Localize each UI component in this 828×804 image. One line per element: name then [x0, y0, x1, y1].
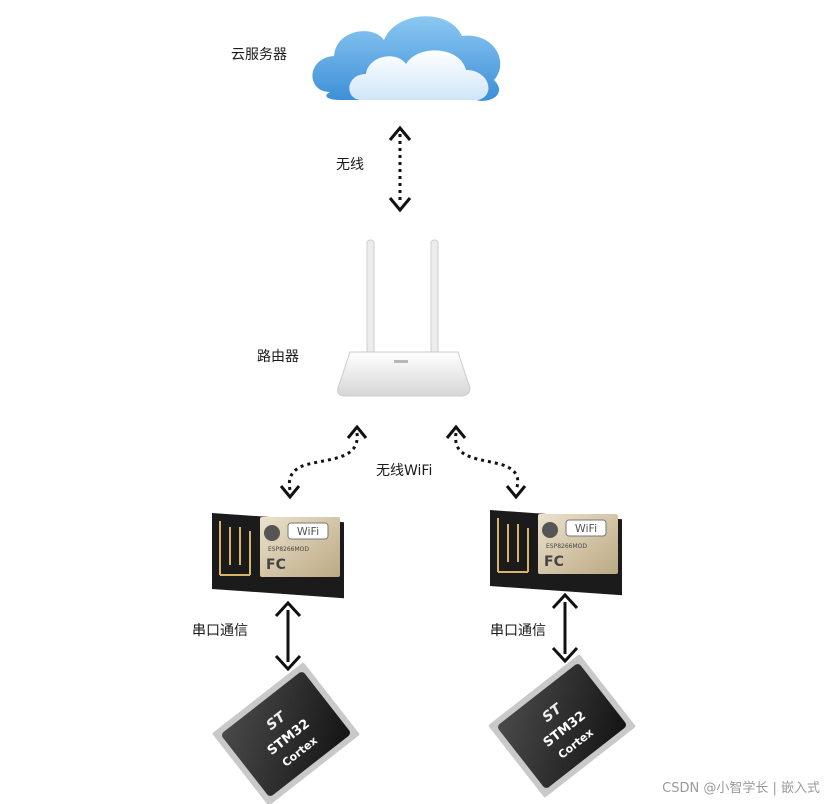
wireless-arrow [390, 128, 410, 210]
wifi-badge-text: WiFi [575, 522, 597, 535]
wifi-arrow-right [447, 427, 525, 497]
esp8266-module-right: WiFi ESP8266MOD FC [490, 510, 622, 595]
router-icon [338, 240, 470, 396]
wifi-badge-text: WiFi [297, 525, 319, 538]
cloud-icon [312, 16, 500, 101]
fcc-mark-text: FC [544, 554, 564, 570]
csdn-watermark: CSDN @小智学长 | 嵌入式 [662, 777, 820, 796]
serial-arrow-left [276, 603, 300, 669]
esp8266-module-left: WiFi ESP8266MOD FC [212, 513, 344, 598]
stm32-chip-right: ST STM32 Cortex [488, 654, 636, 798]
wifi-arrow-left [281, 427, 366, 497]
module-model-text: ESP8266MOD [546, 543, 587, 550]
serial-arrow-right [553, 595, 577, 661]
module-model-text: ESP8266MOD [268, 546, 309, 553]
stm32-chip-left: ST STM32 Cortex [212, 662, 360, 804]
fcc-mark-text: FC [266, 557, 286, 573]
